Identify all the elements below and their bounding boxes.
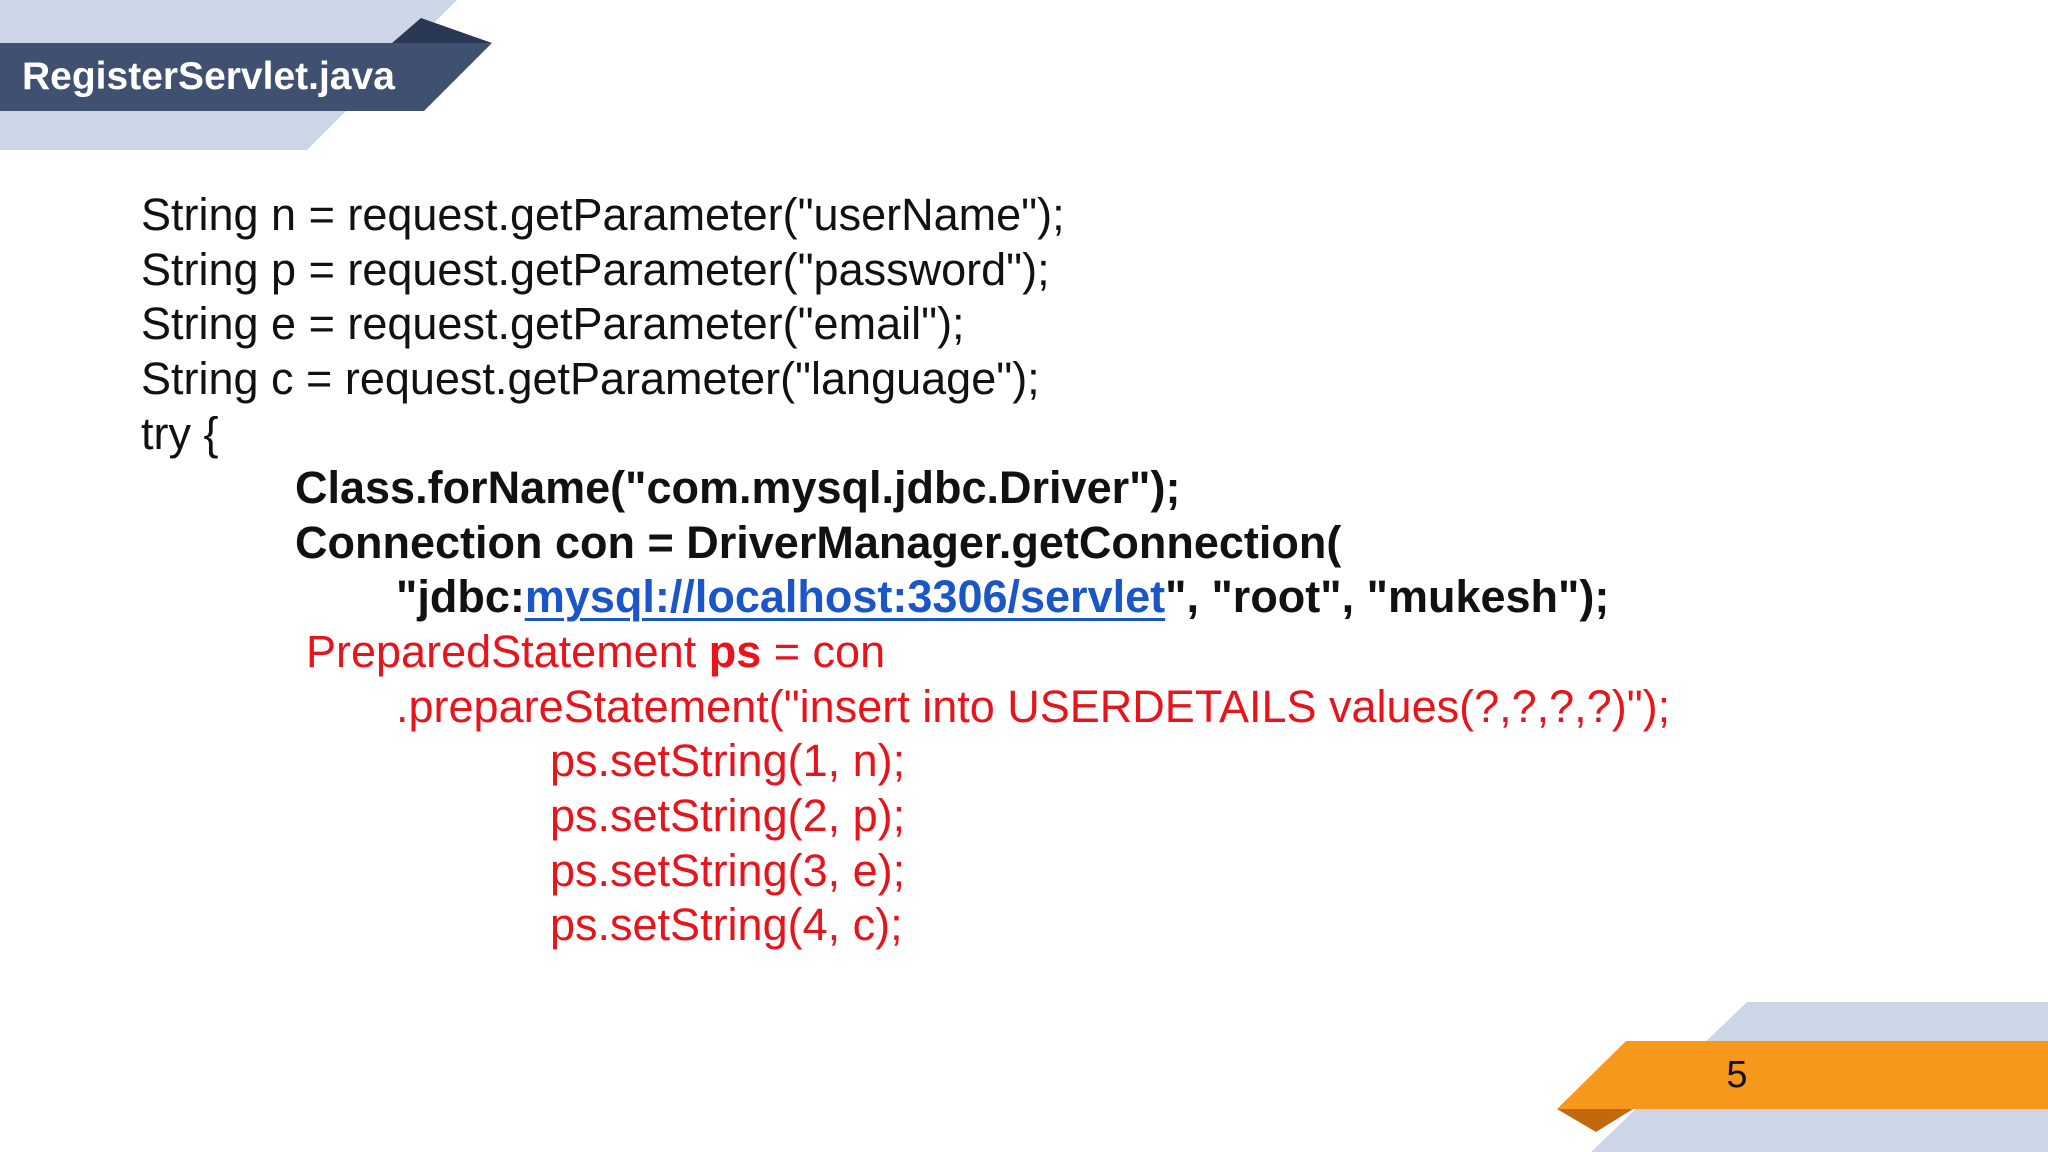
code-text: ps.setString(1, n); [550,735,906,787]
ps-variable: ps [708,626,762,678]
code-line: Class.forName("com.mysql.jdbc.Driver"); [0,461,2048,516]
code-line: String p = request.getParameter("passwor… [0,243,2048,298]
code-block: String n = request.getParameter("userNam… [0,188,2048,953]
page-number-badge-fold [1557,1109,1633,1132]
code-text: "jdbc: [396,571,525,623]
code-line: .prepareStatement("insert into USERDETAI… [0,680,2048,735]
code-line: ps.setString(3, e); [0,844,2048,899]
code-line: ps.setString(1, n); [0,734,2048,789]
code-text: String c = request.getParameter("languag… [141,352,1040,404]
title-banner [0,43,492,111]
code-text: try { [141,407,219,459]
code-line: try { [0,407,2048,462]
title-banner-fold [392,18,492,43]
code-text: Class.forName("com.mysql.jdbc.Driver"); [295,462,1181,514]
code-line: "jdbc:mysql://localhost:3306/servlet", "… [0,570,2048,625]
code-line: String n = request.getParameter("userNam… [0,188,2048,243]
connection-url-link[interactable]: mysql://localhost:3306/servlet [524,571,1166,623]
page-number: 5 [1726,1054,1748,1096]
code-text: Connection con = DriverManager.getConnec… [295,516,1342,568]
code-text: String p = request.getParameter("passwor… [141,243,1050,295]
code-text: String e = request.getParameter("email")… [141,298,965,350]
code-text: = con [761,626,886,678]
code-text: ", "root", "mukesh"); [1165,571,1610,623]
code-line: Connection con = DriverManager.getConnec… [0,516,2048,571]
code-line: String c = request.getParameter("languag… [0,352,2048,407]
code-line: ps.setString(2, p); [0,789,2048,844]
code-text: PreparedStatement [306,626,709,678]
code-text: ps.setString(4, c); [550,899,903,951]
code-text: ps.setString(2, p); [550,790,906,842]
code-text: .prepareStatement("insert into USERDETAI… [396,680,1671,732]
code-text: String n = request.getParameter("userNam… [141,189,1065,240]
slide-title: RegisterServlet.java [22,55,395,98]
code-line: ps.setString(4, c); [0,898,2048,953]
code-text: ps.setString(3, e); [550,844,906,896]
code-line: String e = request.getParameter("email")… [0,297,2048,352]
code-line: PreparedStatement ps = con [0,625,2048,680]
page-number-badge [1557,1041,2048,1109]
